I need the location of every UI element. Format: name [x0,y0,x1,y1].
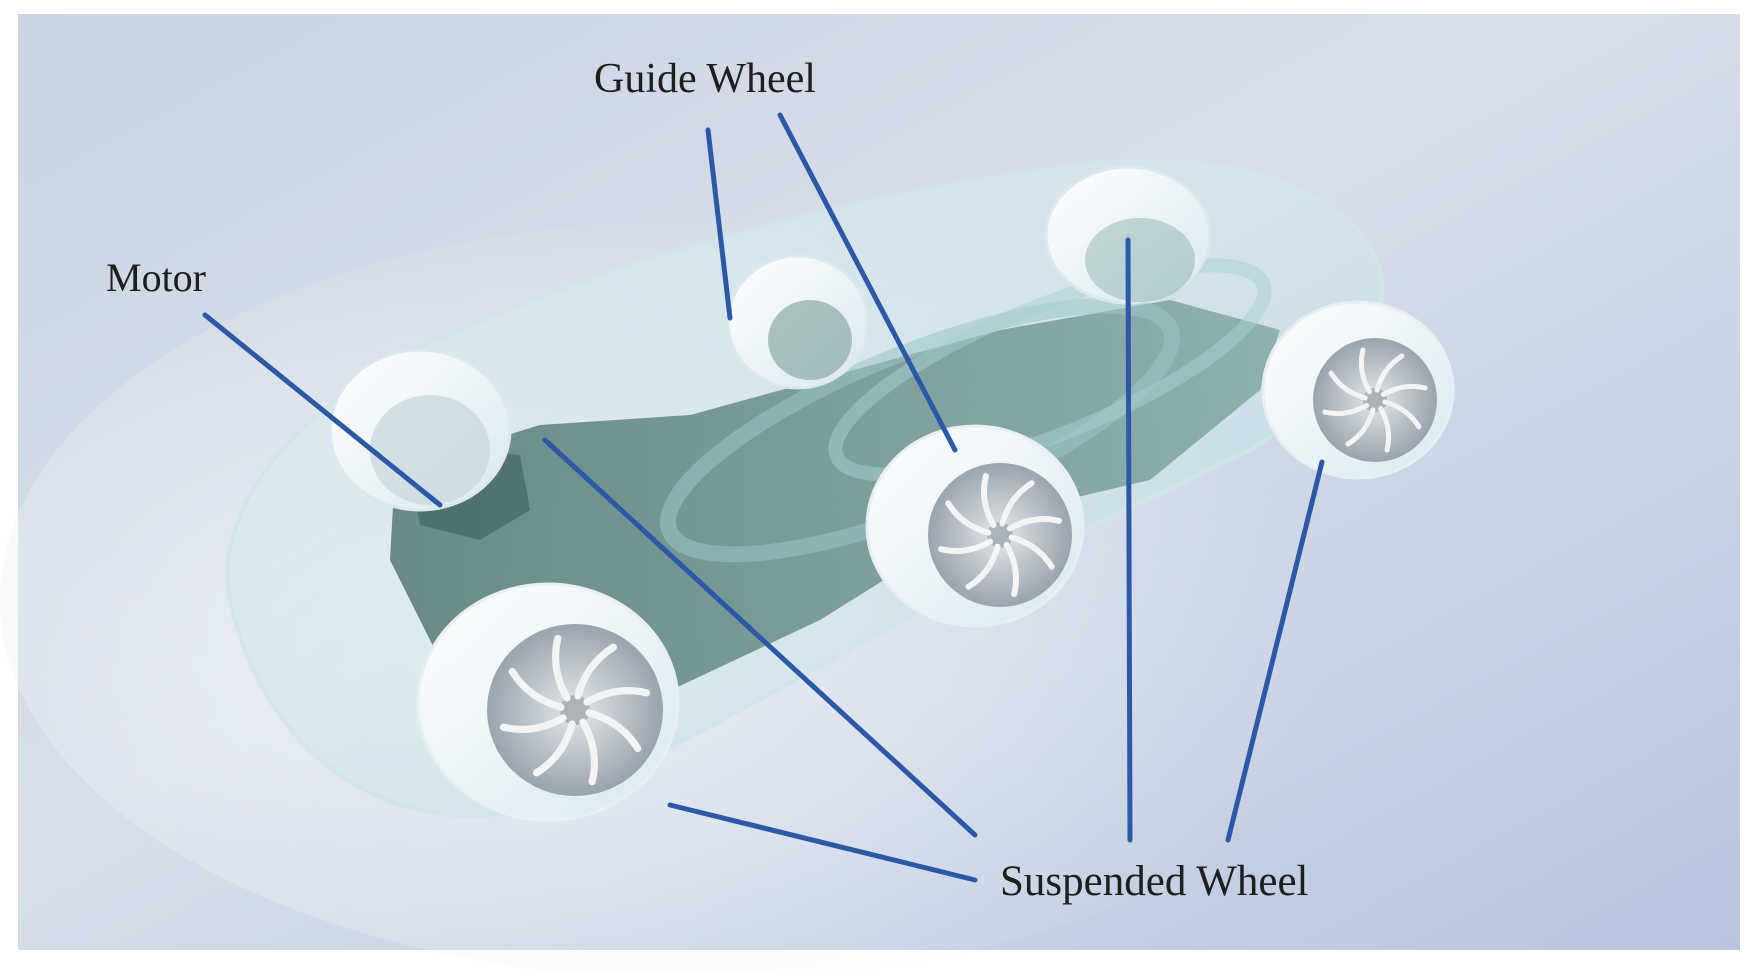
wheel-spoke [1380,383,1428,397]
wheel-spokes [499,347,1428,786]
wheel-spoke [1358,347,1372,395]
wheel-spoke [583,687,651,706]
wheel-spoke [1328,370,1368,401]
wheel-spoke [937,538,994,554]
leader-line-suspended-wheel-1 [542,437,978,838]
leader-line-suspended-wheel-3 [1125,237,1133,843]
drive-loop [828,258,1272,482]
wheel-spoke [965,543,1001,590]
wheel-spoke [508,667,565,711]
wheel-spoke [1322,403,1370,417]
wheel-spoke [945,500,992,536]
guide-wheel [726,254,870,390]
wheel-spoke [1378,405,1392,453]
wheel-spoke [999,480,1035,527]
leader-line-guide-wheel-2 [777,112,958,453]
leader-line-suspended-wheel-2 [667,802,978,883]
guide-wheel-label: Guide Wheel [594,56,816,102]
leader-line-guide-wheel-1 [705,127,733,321]
wheel-spoke [585,709,642,753]
wheel-spoke [532,720,576,777]
leader-line-suspended-wheel-4 [1225,459,1325,843]
wheel-spoke [1006,516,1063,532]
wheel-spoke [574,643,618,700]
wheel-spoke [499,714,567,733]
wheel-spoke [1345,407,1376,447]
wheel-spoke [1374,353,1405,393]
wheel-right [1261,300,1455,480]
motor-label: Motor [106,255,206,300]
wheel-spoke [1382,399,1422,430]
wheel-spoke [981,472,997,529]
wheel-spoke [579,718,598,786]
suspended-wheel-label: Suspended Wheel [1000,858,1309,905]
wheel-spoke [1003,541,1019,598]
leader-lines [202,112,1325,883]
wheel-spoke [552,634,571,702]
leader-line-motor [202,312,443,508]
wheel-rear-left [328,348,512,512]
wheel-spoke [1008,534,1055,570]
